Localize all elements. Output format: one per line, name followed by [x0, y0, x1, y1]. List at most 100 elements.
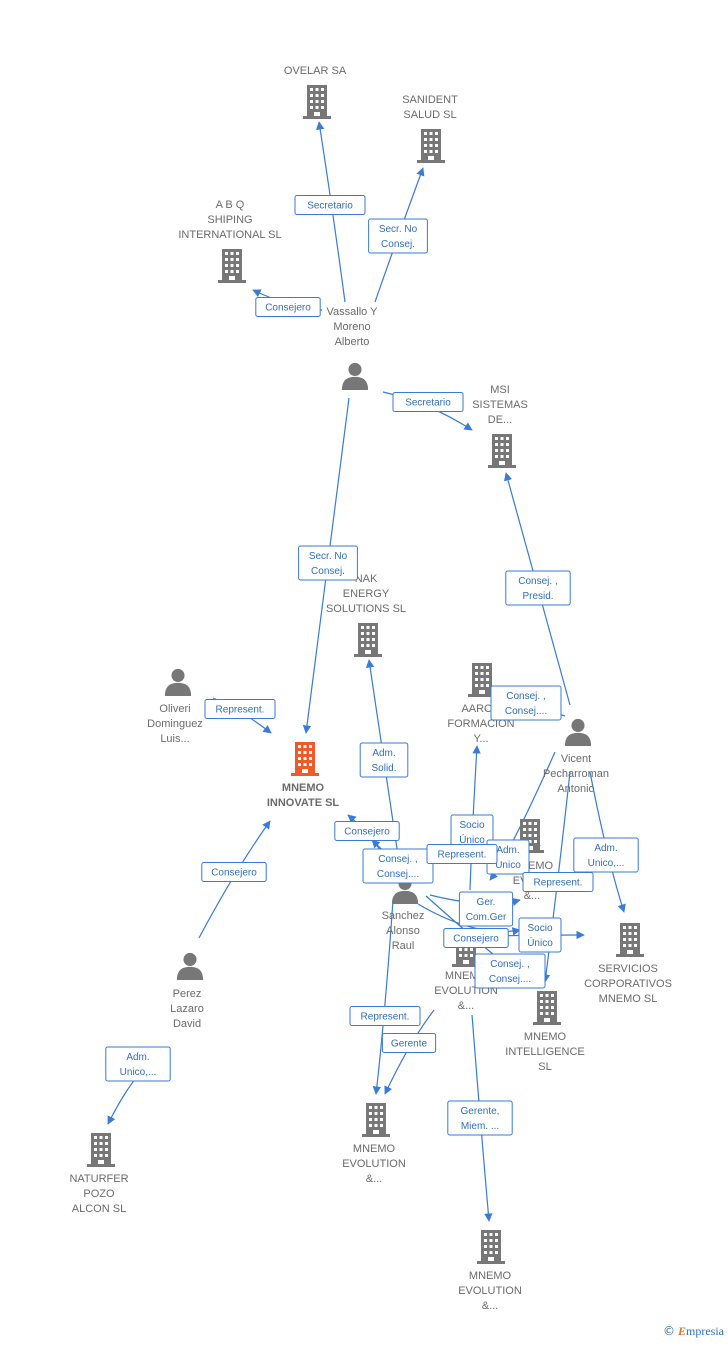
edge-label-text: Secr. No — [309, 551, 348, 562]
edge-label-box — [105, 1046, 171, 1082]
edge-label-e8[interactable]: Consejero — [201, 862, 267, 882]
edge-label-e1[interactable]: Secretario — [294, 195, 366, 215]
building-icon — [87, 1133, 115, 1167]
edge-label-text: Com.Ger — [466, 912, 507, 923]
node-label-text: SHIPING — [207, 214, 252, 226]
node-label-text: MNEMO — [469, 1270, 512, 1282]
edge-label-text: Secretario — [307, 201, 353, 212]
node-label-text: &... — [524, 890, 541, 902]
person-icon — [564, 718, 592, 746]
edge-label-text: Socio — [527, 923, 552, 934]
node-mnemo_evol_low[interactable]: MNEMOEVOLUTION&... — [342, 1103, 406, 1185]
node-ovelar[interactable]: OVELAR SA — [284, 65, 347, 119]
edge-label-e4[interactable]: Secretario — [392, 392, 464, 412]
edge-label-box — [518, 917, 562, 953]
node-label-text: Dominguez — [147, 718, 203, 730]
edge-label-e19[interactable]: Ger.Com.Ger — [458, 891, 514, 927]
node-msi[interactable]: MSISISTEMASDE... — [472, 384, 528, 468]
node-label-text: FORMACION — [447, 718, 514, 730]
node-label-text: Y... — [473, 733, 488, 745]
edge-sanchez-to-mnemo_evol_mid — [417, 903, 521, 936]
edge-label-text: Adm. — [496, 845, 519, 856]
edge-label-text: Consej. — [311, 566, 345, 577]
edge-label-box — [505, 570, 571, 606]
edge-label-box — [474, 953, 546, 989]
node-label-text: CORPORATIVOS — [584, 978, 672, 990]
building-icon — [616, 923, 644, 957]
edge-label-text: Presid. — [522, 591, 553, 602]
edge-label-text: Consejero — [265, 303, 311, 314]
node-label-text: Moreno — [333, 321, 370, 333]
edge-label-text: Represent. — [534, 878, 583, 889]
node-oliveri[interactable]: OliveriDominguezLuis... — [147, 668, 203, 745]
building-icon — [417, 129, 445, 163]
building-icon — [477, 1230, 505, 1264]
edge-label-box — [573, 837, 639, 873]
edge-label-e11[interactable]: Consej. ,Consej.... — [490, 685, 562, 721]
empresia-watermark: © Empresia — [663, 1324, 724, 1339]
edge-label-box — [349, 1006, 421, 1026]
edge-label-e3[interactable]: Consejero — [255, 297, 321, 317]
edge-label-e13[interactable]: Consej. ,Consej.... — [362, 848, 434, 884]
edge-label-e23[interactable]: Represent. — [349, 1006, 421, 1026]
node-label-text: David — [173, 1018, 201, 1030]
person-icon — [176, 952, 204, 980]
edge-label-e10[interactable]: Adm.Solid. — [359, 742, 409, 778]
edge-label-box — [490, 685, 562, 721]
edge-label-text: Unico,... — [588, 858, 625, 869]
node-label-text: MNEMO — [353, 1143, 396, 1155]
edge-label-box — [294, 195, 366, 215]
edge-label-text: Adm. — [126, 1052, 149, 1063]
edge-label-text: Gerente — [391, 1039, 428, 1050]
node-label-text: Sanchez — [382, 910, 425, 922]
edge-label-e6[interactable]: Consej. ,Presid. — [505, 570, 571, 606]
edge-label-text: Solid. — [371, 763, 396, 774]
edge-label-e17[interactable]: Adm.Unico,... — [573, 837, 639, 873]
node-label-text: Pecharroman — [543, 768, 609, 780]
edge-label-e16[interactable]: Represent. — [426, 844, 498, 864]
edge-label-e18[interactable]: Represent. — [522, 872, 594, 892]
edge-label-e12[interactable]: Consejero — [334, 821, 400, 841]
edge-label-e9[interactable]: Adm. Unico,... — [105, 1046, 171, 1082]
node-label-text: INNOVATE SL — [267, 797, 340, 809]
edge-label-text: Unico,... — [120, 1067, 157, 1078]
edge-label-text: Consejero — [453, 934, 499, 945]
node-label-text: SOLUTIONS SL — [326, 603, 406, 615]
node-label-text: MNEMO SL — [599, 993, 658, 1005]
edge-label-box — [522, 872, 594, 892]
building-icon — [362, 1103, 390, 1137]
edge-label-e24[interactable]: Gerente — [381, 1033, 437, 1053]
node-label-text: MSI — [490, 384, 510, 396]
node-label-text: SISTEMAS — [472, 399, 528, 411]
edge-label-e20[interactable]: Consejero — [443, 928, 509, 948]
edge-label-e25[interactable]: Gerente,Miem. ... — [447, 1100, 513, 1136]
edge-label-e5[interactable]: Secr. No Consej. — [298, 545, 358, 581]
edge-label-box — [426, 844, 498, 864]
node-label-text: SL — [538, 1061, 551, 1073]
brand-name: mpresia — [686, 1324, 724, 1338]
node-mnemo_evol_bottom[interactable]: MNEMOEVOLUTION&... — [458, 1230, 522, 1312]
edge-label-box — [381, 1033, 437, 1053]
edge-label-e7[interactable]: Represent. — [204, 699, 276, 719]
building-icon — [533, 991, 561, 1025]
edge-label-text: Único — [459, 833, 485, 846]
person-icon — [164, 668, 192, 696]
edge-label-text: Socio — [459, 820, 484, 831]
edge-label-e22[interactable]: Consej. ,Consej.... — [474, 953, 546, 989]
building-icon — [291, 742, 319, 776]
node-label-text: Oliveri — [159, 703, 190, 715]
